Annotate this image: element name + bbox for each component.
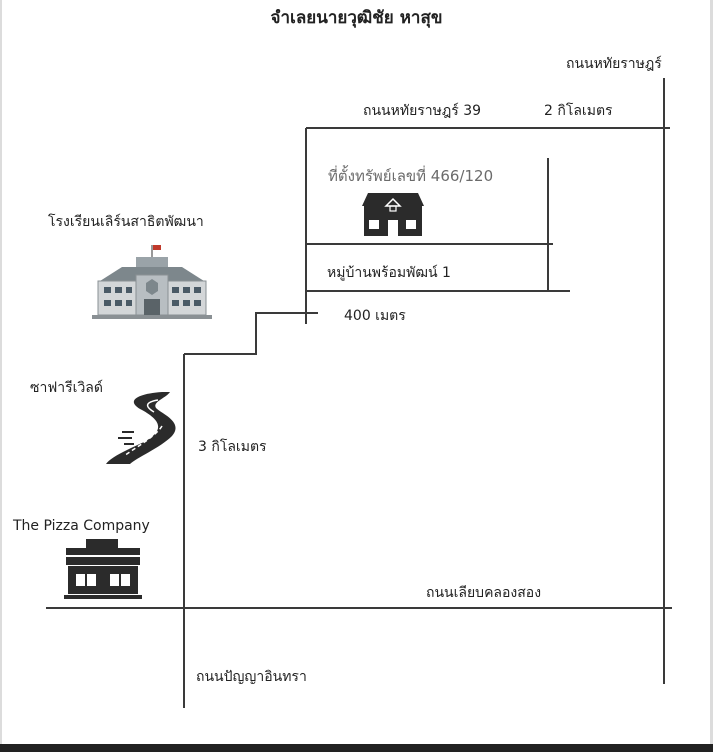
village-label: หมู่บ้านพร้อมพัฒน์ 1 <box>327 265 451 281</box>
restaurant-icon <box>64 539 142 599</box>
school-label: โรงเรียนเลิร์นสาธิตพัฒนา <box>48 214 204 230</box>
road-thaiyarat-label: ถนนหทัยราษฎร์ <box>566 56 662 72</box>
distance-2km-label: 2 กิโลเมตร <box>544 103 613 119</box>
winding-road-icon <box>106 392 176 464</box>
pizza-label: The Pizza Company <box>13 518 150 534</box>
house-icon <box>362 193 424 236</box>
road-panyaindra-label: ถนนปัญญาอินทรา <box>196 669 307 685</box>
left-edge <box>0 0 2 745</box>
school-building-icon <box>92 245 212 319</box>
distance-3km-label: 3 กิโลเมตร <box>198 439 267 455</box>
right-edge <box>710 0 713 745</box>
road-lines <box>46 78 672 708</box>
bottom-bar <box>0 744 713 752</box>
distance-400m-label: 400 เมตร <box>344 308 406 324</box>
map-title: จำเลยนายวุฒิชัย หาสุข <box>270 8 443 28</box>
stepped-connector <box>184 312 318 355</box>
safari-label: ซาฟารีเวิลด์ <box>30 380 103 396</box>
road-liapkhlongsong-label: ถนนเลียบคลองสอง <box>426 585 542 601</box>
property-label: ที่ตั้งทรัพย์เลขที่ 466/120 <box>328 167 494 185</box>
road-thaiyarat39-label: ถนนหทัยราษฎร์ 39 <box>363 103 482 119</box>
